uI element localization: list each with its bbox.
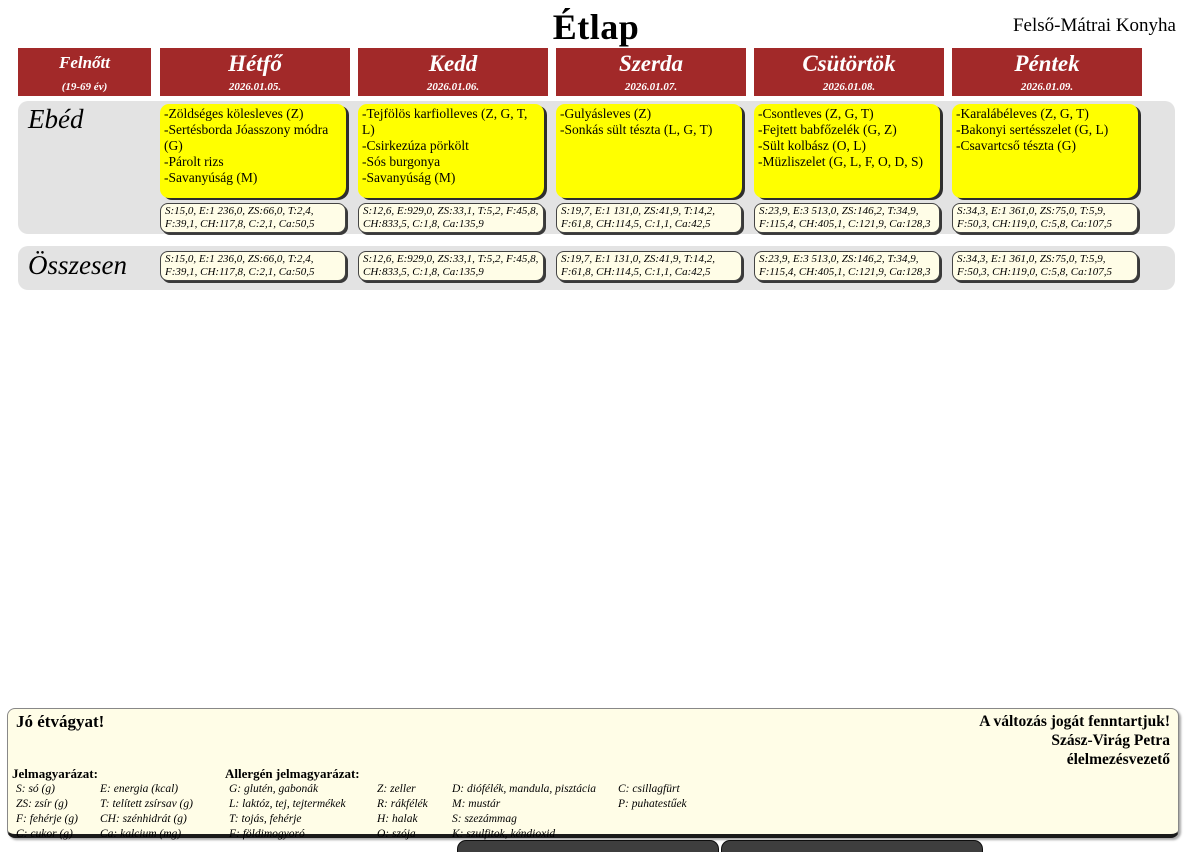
page-title: Étlap [552, 7, 640, 47]
menu-cell-tuesday: -Tejfölös karfiolleves (Z, G, T, L)-Csir… [358, 104, 544, 198]
menu-item: -Karalábéleves (Z, G, T) [956, 106, 1089, 121]
allergen-entry: H: halak [377, 813, 418, 825]
total-cell-monday: S:15,0, E:1 236,0, ZS:66,0, T:2,4, F:39,… [160, 251, 346, 281]
legend-entry: Ca: kalcium (mg) [100, 828, 182, 840]
day-date: 2026.01.05. [228, 81, 282, 93]
allergen-entry: K: szulfitok, kéndioxid [452, 828, 556, 840]
allergen-entry: D: diófélék, mandula, pisztácia [452, 783, 597, 795]
age-group-label: Felnőtt [58, 53, 110, 72]
allergen-entry: R: rákfélék [377, 798, 428, 810]
day-name: Csütörtök [802, 51, 896, 76]
legend-entry: C: cukor (g) [16, 828, 73, 840]
allergen-entry: P: puhatestűek [618, 798, 687, 810]
legend-entry: S: só (g) [16, 783, 55, 795]
total-cell-thursday: S:23,9, E:3 513,0, ZS:146,2, T:34,9, F:1… [754, 251, 940, 281]
legend-entry: CH: szénhidrát (g) [100, 813, 187, 825]
menu-item: -Gulyásleves (Z) [560, 106, 652, 121]
kitchen-name: Felső-Mátrai Konyha [1012, 15, 1176, 36]
day-name: Hétfő [228, 51, 282, 76]
lunch-row-label: Ebéd [28, 104, 84, 134]
menu-cell-monday: -Zöldséges kölesleves (Z)-Sertésborda Jó… [160, 104, 346, 198]
bottom-button-right[interactable] [721, 840, 983, 852]
total-cell-tuesday: S:12,6, E:929,0, ZS:33,1, T:5,2, F:45,8,… [358, 251, 544, 281]
day-header-wednesday: Szerda 2026.01.07. [556, 48, 746, 96]
allergen-column-3: D: diófélék, mandula, pisztácia M: mustár… [452, 782, 596, 842]
rights-signature-block: A változás jogát fenntartjuk! Szász-Virá… [979, 712, 1170, 769]
menu-item: -Fejtett babfőzelék (G, Z) [758, 122, 897, 137]
day-header-thursday: Csütörtök 2026.01.08. [754, 48, 944, 96]
allergen-column-4: C: csillagfürt P: puhatestűek [618, 782, 687, 812]
menu-item: -Sertésborda Jóasszony módra (G) [164, 122, 329, 153]
menu-item: -Csontleves (Z, G, T) [758, 106, 874, 121]
menu-item: -Tejfölös karfiolleves (Z, G, T, L) [362, 106, 528, 137]
menu-item: -Sós burgonya [362, 154, 441, 169]
menu-item: -Csirkezúza pörkölt [362, 138, 469, 153]
day-header-tuesday: Kedd 2026.01.06. [358, 48, 548, 96]
day-header-friday: Péntek 2026.01.09. [952, 48, 1142, 96]
nutrition-cell-friday: S:34,3, E:1 361,0, ZS:75,0, T:5,9, F:50,… [952, 203, 1138, 233]
allergen-entry: L: laktóz, tej, tejtermékek [229, 798, 346, 810]
rights-text: A változás jogát fenntartjuk! [979, 713, 1170, 730]
day-date: 2026.01.06. [426, 81, 480, 93]
menu-cell-wednesday: -Gulyásleves (Z)-Sonkás sült tészta (L, … [556, 104, 742, 198]
footer-box [7, 708, 1179, 838]
allergen-column-2: Z: zeller R: rákfélék H: halak O: szója [377, 782, 428, 842]
menu-item: -Párolt rizs [164, 154, 224, 169]
total-cell-wednesday: S:19,7, E:1 131,0, ZS:41,9, T:14,2, F:61… [556, 251, 742, 281]
allergen-column-1: G: glutén, gabonák L: laktóz, tej, tejter… [229, 782, 346, 842]
legend-entry: ZS: zsír (g) [16, 798, 68, 810]
day-date: 2026.01.08. [822, 81, 876, 93]
allergen-entry: M: mustár [452, 798, 501, 810]
menu-item: -Sült kolbász (O, L) [758, 138, 866, 153]
legend-entry: E: energia (kcal) [100, 783, 179, 795]
legend-entry: F: fehérje (g) [16, 813, 78, 825]
menu-item: -Bakonyi sertésszelet (G, L) [956, 122, 1109, 137]
day-name: Kedd [428, 51, 478, 76]
legend-title: Jelmagyarázat: [12, 766, 98, 781]
day-date: 2026.01.09. [1020, 81, 1074, 93]
allergen-entry: F: földimogyoró [229, 828, 305, 840]
signature-role: élelmezésvezető [1066, 751, 1170, 768]
allergen-entry: G: glutén, gabonák [229, 783, 319, 795]
nutrition-cell-thursday: S:23,9, E:3 513,0, ZS:146,2, T:34,9, F:1… [754, 203, 940, 233]
day-header-monday: Hétfő 2026.01.05. [160, 48, 350, 96]
day-date: 2026.01.07. [624, 81, 678, 93]
menu-item: -Csavartcső tészta (G) [956, 138, 1076, 153]
menu-cell-friday: -Karalábéleves (Z, G, T)-Bakonyi sertéss… [952, 104, 1138, 198]
menu-item: -Savanyúság (M) [362, 170, 456, 185]
menu-item: -Sonkás sült tészta (L, G, T) [560, 122, 713, 137]
signature-name: Szász-Virág Petra [1051, 732, 1170, 749]
bottom-button-left[interactable] [457, 840, 719, 852]
menu-item: -Müzliszelet (G, L, F, O, D, S) [758, 154, 924, 169]
total-cell-friday: S:34,3, E:1 361,0, ZS:75,0, T:5,9, F:50,… [952, 251, 1138, 281]
legend-column-2: E: energia (kcal) T: telített zsírsav (g)… [100, 782, 193, 842]
allergen-entry: T: tojás, fehérje [229, 813, 302, 825]
total-row-label: Összesen [28, 250, 127, 280]
nutrition-cell-wednesday: S:19,7, E:1 131,0, ZS:41,9, T:14,2, F:61… [556, 203, 742, 233]
legend-column-1: S: só (g) ZS: zsír (g) F: fehérje (g) C: cu… [16, 782, 78, 842]
menu-item: -Zöldséges kölesleves (Z) [164, 106, 304, 121]
legend-entry: T: telített zsírsav (g) [100, 798, 193, 810]
menu-cell-thursday: -Csontleves (Z, G, T)-Fejtett babfőzelék… [754, 104, 940, 198]
nutrition-cell-monday: S:15,0, E:1 236,0, ZS:66,0, T:2,4, F:39,… [160, 203, 346, 233]
age-group-header: Felnőtt (19-69 év) [18, 48, 151, 96]
greeting-text: Jó étvágyat! [16, 712, 105, 731]
menu-item: -Savanyúság (M) [164, 170, 258, 185]
allergen-legend-title: Allergén jelmagyarázat: [225, 766, 360, 781]
day-name: Szerda [619, 51, 683, 76]
day-name: Péntek [1014, 51, 1080, 76]
nutrition-cell-tuesday: S:12,6, E:929,0, ZS:33,1, T:5,2, F:45,8,… [358, 203, 544, 233]
allergen-entry: O: szója [377, 828, 416, 840]
allergen-entry: S: szezámmag [452, 813, 517, 825]
allergen-entry: Z: zeller [377, 783, 416, 795]
allergen-entry: C: csillagfürt [618, 783, 680, 795]
age-group-range: (19-69 év) [61, 81, 108, 93]
